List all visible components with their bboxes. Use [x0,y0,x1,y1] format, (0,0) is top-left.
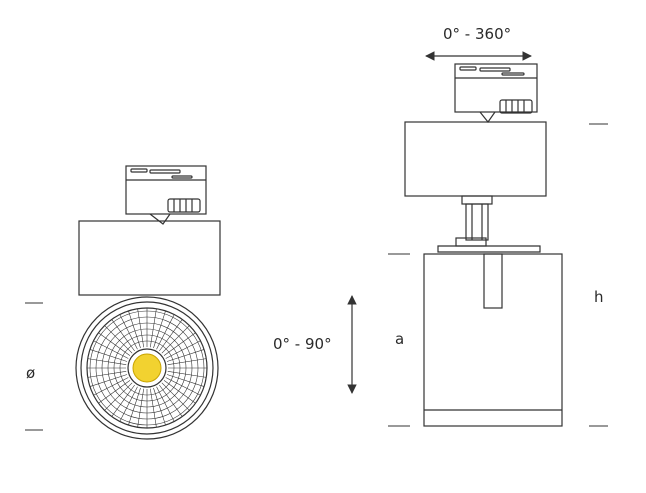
reflector-spoke [159,384,183,417]
dimension-a-label: a [395,330,404,348]
reflector-spoke [161,382,190,411]
reflector-spoke [149,308,157,348]
reflector-spoke [163,332,196,356]
reflector-spoke [98,332,131,356]
reflector-spoke [93,340,129,359]
diameter-extension-lines [25,302,43,431]
reflector-spoke [119,314,138,350]
reflector-spoke [89,374,128,387]
right-extension-lines [388,123,608,427]
reflector-spoke [104,382,133,411]
left-driver-housing [78,220,221,296]
reflector-spoke [156,386,175,422]
reflector-spoke [167,370,207,378]
left-track-adapter [125,165,207,225]
reflector-spoke [167,358,207,366]
reflector-spoke [111,319,135,352]
reflector-spoke [161,325,190,354]
led-emitter [132,353,162,383]
right-lamp-side-view [423,253,563,427]
reflector-spoke [137,388,145,428]
reflector-spoke [104,325,133,354]
reflector-spoke [159,319,183,352]
tilt-label: 0° - 90° [273,335,332,353]
reflector-spoke [165,340,201,359]
reflector-spoke [93,377,129,396]
reflector-spoke [153,310,166,349]
reflector-spoke [128,310,141,349]
reflector-spoke [128,387,141,426]
reflector-spoke [87,358,127,366]
reflector-spoke [166,374,205,387]
reflector-spoke [98,380,131,404]
reflector-spoke [137,308,145,348]
right-driver-housing [404,121,547,197]
reflector-spoke [165,377,201,396]
reflector-spoke [87,370,127,378]
reflector-spoke [153,387,166,426]
reflector-spoke [111,384,135,417]
left-lamp-front-view [75,296,219,440]
dimension-h-label: h [594,288,604,306]
rotation-label: 0° - 360° [443,25,511,43]
reflector-spoke [89,349,128,362]
diameter-label: ø [26,364,35,382]
reflector-spoke [163,380,196,404]
reflector-spoke [119,386,138,422]
reflector-spoke [156,314,175,350]
reflector-spoke [149,388,157,428]
right-track-adapter [454,63,538,124]
reflector-spoke [166,349,205,362]
right-connector-arm [437,195,541,253]
